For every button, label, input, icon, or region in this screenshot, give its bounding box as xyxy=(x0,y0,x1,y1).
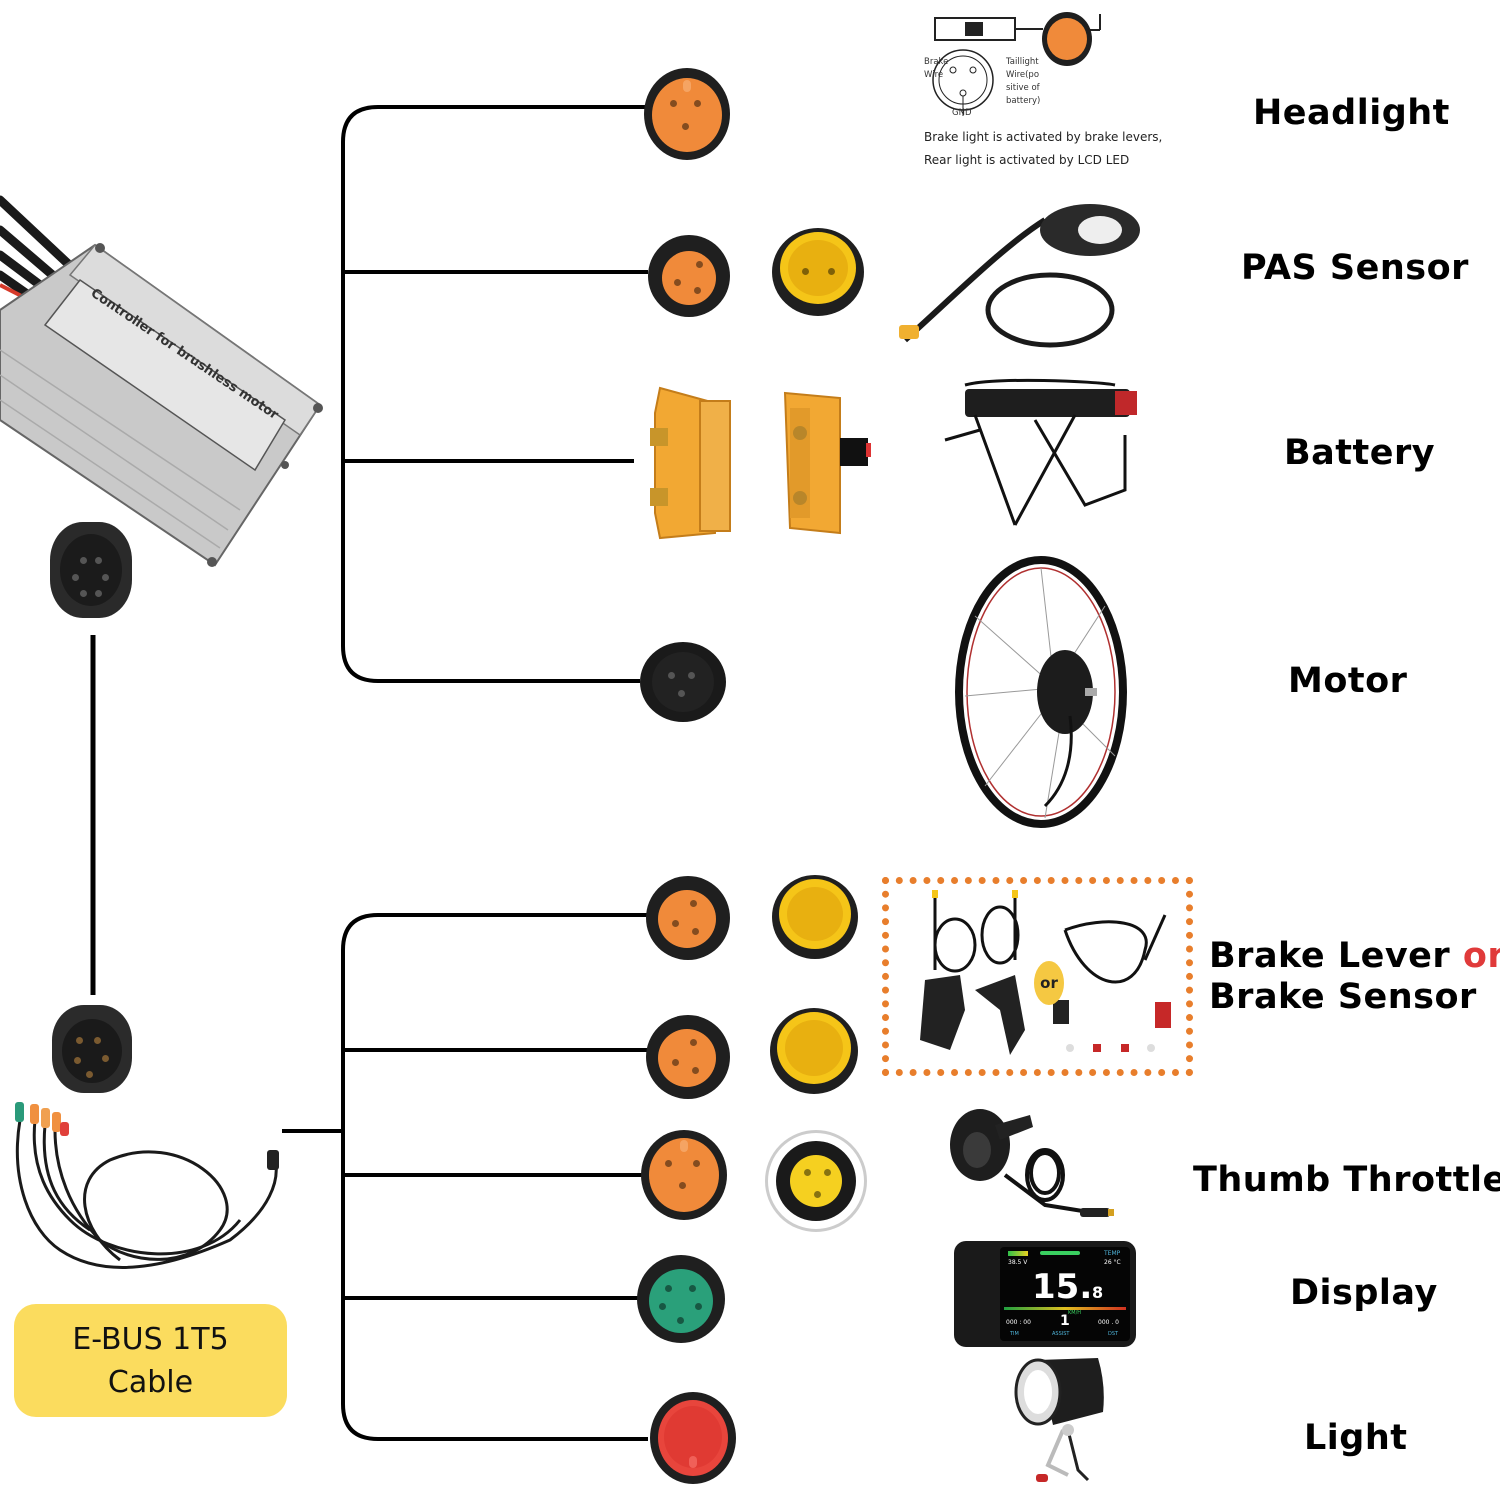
ebus-cable-line1: E-BUS 1T5 xyxy=(72,1322,229,1357)
time-readout: 000 : 00 xyxy=(1006,1319,1031,1326)
ebus-harness-icon xyxy=(15,1102,279,1269)
pas-sensor-mate-connector xyxy=(772,228,864,316)
speed-main-readout: 15. xyxy=(1032,1267,1093,1307)
brake-lever-label: Brake Lever or xyxy=(1209,936,1500,976)
taillight-wire-label: Taillight Wire(po sitive of battery) xyxy=(1006,57,1041,106)
thumb-throttle-mate-connector xyxy=(765,1130,867,1232)
brake-lever-connector-2 xyxy=(646,1015,730,1099)
thumb-throttle-icon xyxy=(950,1109,1114,1217)
brake-or-badge: or xyxy=(1034,961,1064,1005)
distance-readout: 000 . 0 xyxy=(1098,1319,1119,1326)
voltage-readout: 38.5 V xyxy=(1008,1259,1028,1266)
pas-sensor-label: PAS Sensor xyxy=(1241,248,1469,288)
brake-wire-label: Brake Wire xyxy=(924,57,949,80)
thumb-throttle-connector xyxy=(641,1130,727,1220)
ebus-cable-badge: E-BUS 1T5 Cable xyxy=(14,1304,287,1417)
time-label: TIM xyxy=(1010,1331,1019,1337)
power-level-bar xyxy=(1040,1251,1080,1255)
lcd-screen: 38.5 V TEMP 26 °C 15. 8 KM/H 000 : 00 1 … xyxy=(1000,1247,1130,1341)
thumb-throttle-label: Thumb Throttle xyxy=(1193,1160,1500,1200)
controller-main-connector xyxy=(50,522,132,618)
display-label: Display xyxy=(1290,1273,1438,1313)
speed-unit: KM/H xyxy=(1068,1310,1082,1316)
brake-sensor-label: Brake Sensor xyxy=(1209,977,1477,1017)
speed-gradient-bar xyxy=(1004,1307,1126,1310)
controller-box-icon: Controller for brushless motor xyxy=(0,195,323,567)
distance-label: DST xyxy=(1108,1331,1119,1337)
headlight-plug-diagram-icon xyxy=(932,14,1101,116)
brake-levers-and-sensor-icon xyxy=(920,890,1171,1055)
front-light-icon xyxy=(1014,1358,1104,1482)
light-label: Light xyxy=(1304,1418,1408,1458)
display-connector xyxy=(637,1255,725,1343)
brake-options-box xyxy=(882,877,1193,1076)
ebus-cable-line2: Cable xyxy=(107,1365,194,1400)
lcd-display-image: 38.5 V TEMP 26 °C 15. 8 KM/H 000 : 00 1 … xyxy=(954,1241,1136,1347)
motor-label: Motor xyxy=(1288,661,1408,701)
gnd-label: GND xyxy=(952,108,972,118)
ebus-main-connector xyxy=(52,1005,132,1093)
brake-lever-text: Brake Lever xyxy=(1209,936,1463,976)
assist-label: ASSIST xyxy=(1052,1331,1070,1337)
brake-lever-mate-connector-2 xyxy=(770,1008,858,1094)
light-connector xyxy=(650,1392,736,1484)
brake-lever-mate-connector-1 xyxy=(772,875,858,959)
motor-connector xyxy=(640,642,726,722)
battery-level-bar xyxy=(1008,1251,1028,1256)
wire-headlight xyxy=(341,105,648,683)
temp-readout: 26 °C xyxy=(1104,1259,1121,1266)
battery-rack-icon xyxy=(944,378,1137,526)
headlight-label: Headlight xyxy=(1253,93,1450,133)
speed-decimal-readout: 8 xyxy=(1092,1283,1104,1302)
headlight-caption-line1: Brake light is activated by brake levers… xyxy=(924,130,1163,144)
brake-lever-connector-1 xyxy=(646,876,730,960)
headlight-note-connector xyxy=(1042,12,1092,66)
motor-wheel-icon xyxy=(955,556,1127,828)
pas-sensor-connector xyxy=(648,235,730,317)
battery-xt-connectors-icon xyxy=(650,386,871,540)
battery-label: Battery xyxy=(1284,433,1436,473)
headlight-caption-line2: Rear light is activated by LCD LED xyxy=(924,153,1130,167)
brake-or-text: or xyxy=(1462,936,1500,976)
headlight-connector xyxy=(644,68,730,160)
assist-level-readout: 1 xyxy=(1060,1313,1070,1329)
temp-label: TEMP xyxy=(1104,1250,1121,1257)
pas-sensor-icon xyxy=(899,204,1140,348)
